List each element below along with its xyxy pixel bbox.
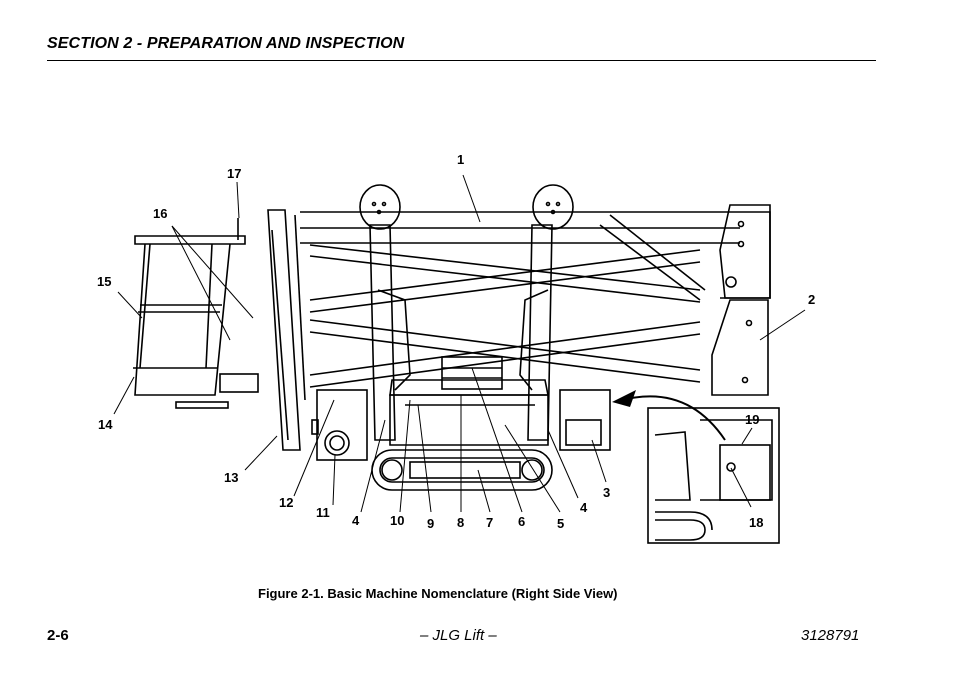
callout-5: 5	[557, 516, 564, 531]
callout-17: 17	[227, 166, 241, 181]
callout-16: 16	[153, 206, 167, 221]
callout-8: 8	[457, 515, 464, 530]
footer-brand: – JLG Lift –	[420, 627, 497, 644]
callout-4-right: 4	[580, 500, 588, 515]
callout-14: 14	[98, 417, 113, 432]
callout-1: 1	[457, 152, 464, 167]
header-rule	[47, 60, 876, 61]
callout-6: 6	[518, 514, 525, 529]
callout-19: 19	[745, 412, 759, 427]
callout-15: 15	[97, 274, 111, 289]
callout-7: 7	[486, 515, 493, 530]
section-title: SECTION 2 - PREPARATION AND INSPECTION	[47, 35, 405, 52]
callout-18: 18	[749, 515, 763, 530]
callout-10: 10	[390, 513, 404, 528]
callout-4-left: 4	[352, 513, 360, 528]
callout-9: 9	[427, 516, 434, 531]
callout-2: 2	[808, 292, 815, 307]
figure-caption: Figure 2-1. Basic Machine Nomenclature (…	[258, 586, 618, 601]
page-number: 2-6	[47, 627, 69, 644]
callout-3: 3	[603, 485, 610, 500]
callout-12: 12	[279, 495, 293, 510]
callout-13: 13	[224, 470, 238, 485]
callout-11: 11	[316, 505, 330, 520]
document-number: 3128791	[801, 627, 860, 644]
